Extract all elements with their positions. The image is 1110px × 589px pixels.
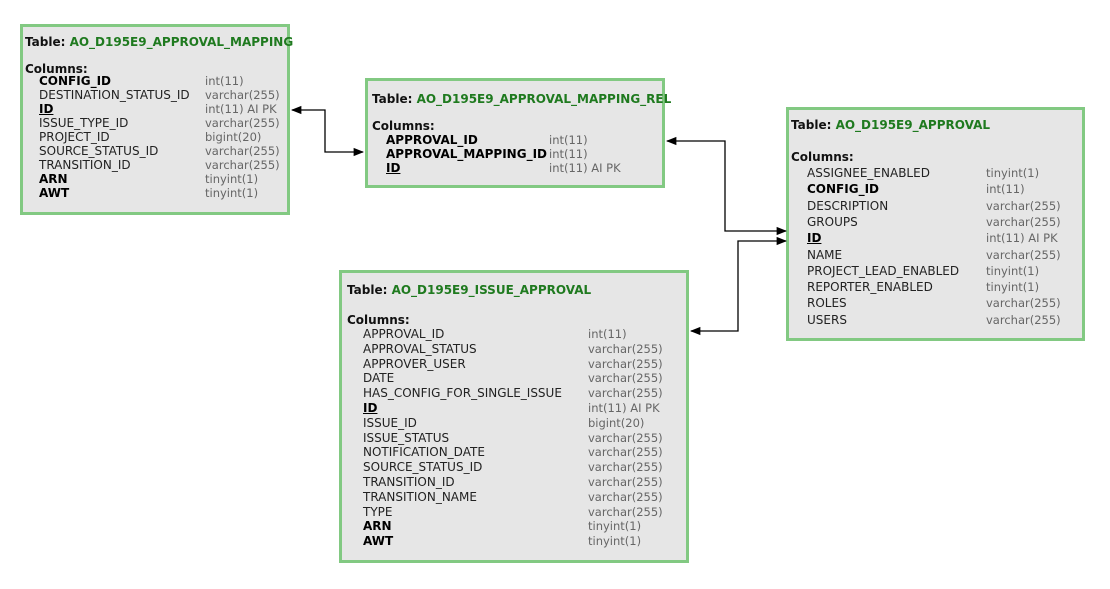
column-type: int(11) — [205, 74, 244, 88]
column-name: ASSIGNEE_ENABLED — [807, 166, 930, 180]
column-name: DESCRIPTION — [807, 198, 889, 213]
column-type: int(11) AI PK — [205, 102, 277, 116]
column-name: CONFIG_ID — [807, 182, 879, 197]
columns-label: Columns: — [372, 119, 435, 133]
column-name: CONFIG_ID — [39, 74, 111, 88]
column-type: varchar(255) — [986, 312, 1061, 327]
column-name: NOTIFICATION_DATE — [363, 445, 485, 460]
column-type: varchar(255) — [205, 158, 280, 172]
table-approval-mapping[interactable]: Table: AO_D195E9_APPROVAL_MAPPING Column… — [20, 24, 294, 215]
column-type: tinyint(1) — [588, 534, 642, 549]
column-name: DESTINATION_STATUS_ID — [39, 88, 190, 102]
column-name: AWT — [39, 186, 70, 200]
column-name: APPROVAL_STATUS — [363, 341, 477, 356]
column-name: TRANSITION_ID — [39, 158, 131, 172]
column-type: tinyint(1) — [986, 280, 1040, 295]
column-type: tinyint(1) — [205, 186, 259, 200]
column-type: varchar(255) — [588, 371, 663, 386]
column-name: ISSUE_STATUS — [363, 430, 450, 445]
column-type: varchar(255) — [205, 144, 280, 158]
column-name: ID — [39, 102, 54, 116]
column-type: varchar(255) — [588, 356, 663, 371]
column-name: ID — [807, 231, 822, 246]
column-type: int(11) — [986, 182, 1025, 197]
column-type: tinyint(1) — [588, 519, 642, 534]
column-type: varchar(255) — [986, 198, 1061, 213]
column-type: int(11) AI PK — [986, 231, 1058, 246]
column-type: varchar(255) — [588, 460, 663, 475]
column-name: DATE — [363, 371, 395, 386]
column-name: ID — [386, 161, 401, 175]
table-approval-mapping-rel[interactable]: Table: AO_D195E9_APPROVAL_MAPPING_REL Co… — [365, 78, 671, 188]
column-name: ID — [363, 401, 378, 415]
column-type: varchar(255) — [588, 386, 663, 401]
table-issue-approval[interactable]: Table: AO_D195E9_ISSUE_APPROVAL Columns:… — [339, 270, 689, 563]
column-type: varchar(255) — [986, 214, 1061, 229]
column-type: varchar(255) — [986, 247, 1061, 262]
column-type: varchar(255) — [205, 88, 280, 102]
column-name: HAS_CONFIG_FOR_SINGLE_ISSUE — [363, 386, 562, 401]
column-name: ROLES — [807, 296, 847, 311]
columns-label: Columns: — [347, 313, 410, 327]
column-type: varchar(255) — [986, 296, 1061, 311]
column-type: varchar(255) — [588, 489, 663, 504]
table-title: Table: AO_D195E9_APPROVAL_MAPPING_REL — [372, 92, 672, 106]
column-name: APPROVAL_ID — [386, 133, 478, 147]
column-name: ARN — [363, 519, 392, 534]
column-type: tinyint(1) — [205, 172, 259, 186]
column-type: tinyint(1) — [986, 166, 1040, 180]
column-type: varchar(255) — [588, 341, 663, 356]
relationship-approval-to-issue-approval — [689, 236, 788, 336]
column-type: varchar(255) — [588, 445, 663, 460]
column-type: varchar(255) — [588, 475, 663, 489]
column-type: varchar(255) — [205, 116, 280, 130]
column-name: SOURCE_STATUS_ID — [39, 144, 159, 158]
column-name: AWT — [363, 534, 394, 549]
table-title: Table: AO_D195E9_APPROVAL_MAPPING — [25, 35, 294, 49]
column-name: TYPE — [363, 504, 393, 519]
column-type: varchar(255) — [588, 430, 663, 445]
column-type: bigint(20) — [205, 130, 262, 144]
column-type: tinyint(1) — [986, 263, 1040, 278]
column-name: REPORTER_ENABLED — [807, 280, 933, 295]
column-type: varchar(255) — [588, 504, 663, 519]
relationship-mapping-to-mapping-rel — [290, 105, 365, 157]
column-name: ARN — [39, 172, 68, 186]
column-type: int(11) AI PK — [588, 401, 660, 415]
table-title: Table: AO_D195E9_APPROVAL — [791, 118, 991, 132]
column-name: ISSUE_TYPE_ID — [39, 116, 129, 130]
column-name: APPROVER_USER — [363, 356, 466, 371]
table-approval[interactable]: Table: AO_D195E9_APPROVAL Columns: ASSIG… — [786, 107, 1085, 341]
column-type: int(11) — [549, 133, 588, 147]
column-name: APPROVAL_ID — [363, 327, 445, 341]
column-type: bigint(20) — [588, 415, 645, 430]
columns-label: Columns: — [25, 62, 88, 76]
columns-label: Columns: — [791, 150, 854, 164]
column-type: int(11) — [588, 327, 627, 341]
column-name: SOURCE_STATUS_ID — [363, 460, 483, 475]
table-title: Table: AO_D195E9_ISSUE_APPROVAL — [347, 283, 592, 297]
column-name: PROJECT_LEAD_ENABLED — [807, 263, 960, 278]
column-name: GROUPS — [807, 214, 858, 229]
column-name: NAME — [807, 247, 843, 262]
column-name: PROJECT_ID — [39, 130, 110, 144]
relationship-approval-to-mapping-rel — [665, 136, 788, 236]
column-name: TRANSITION_NAME — [363, 489, 477, 504]
column-type: int(11) — [549, 147, 588, 161]
column-name: USERS — [807, 312, 847, 327]
column-type: int(11) AI PK — [549, 161, 621, 175]
column-name: TRANSITION_ID — [363, 475, 455, 489]
column-name: APPROVAL_MAPPING_ID — [386, 147, 548, 161]
column-name: ISSUE_ID — [363, 415, 417, 430]
